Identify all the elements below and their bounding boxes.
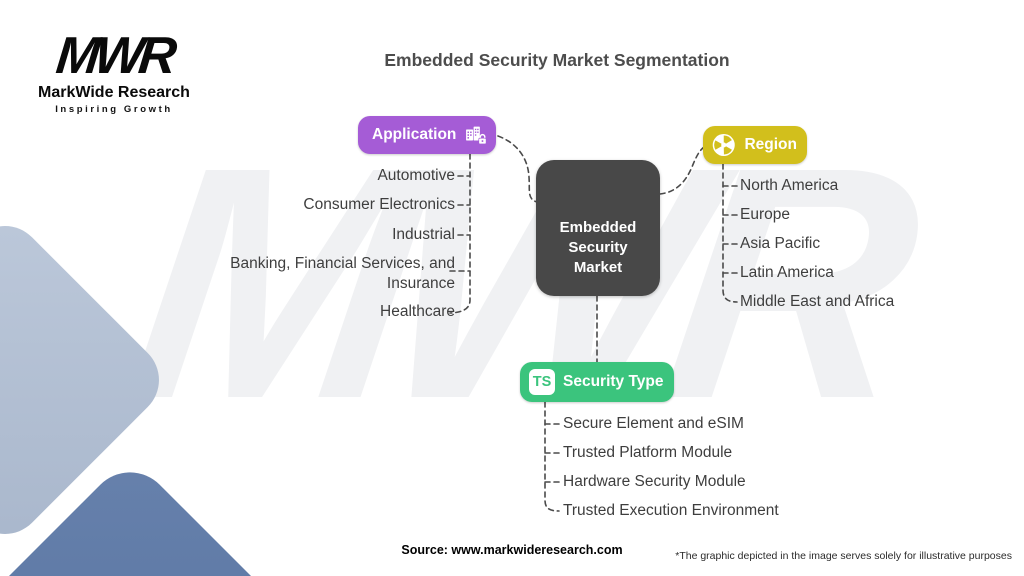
building-lock-icon	[466, 126, 487, 145]
security-item-trusted-execution-environment: Trusted Execution Environment	[563, 502, 779, 519]
application-item-industrial: Industrial	[392, 226, 455, 243]
region-item-north-america: North America	[740, 177, 839, 194]
region-item-latin-america: Latin America	[740, 264, 834, 281]
application-item-consumer-electronics: Consumer Electronics	[303, 196, 455, 213]
brand-tagline: Inspiring Growth	[55, 104, 173, 115]
source-text: Source: www.markwideresearch.com	[401, 543, 623, 557]
region-branch-label: Region	[744, 136, 797, 153]
security-item-trusted-platform-module: Trusted Platform Module	[563, 444, 733, 461]
center-node: Embedded Security Market	[536, 160, 660, 296]
application-item-healthcare: Healthcare	[380, 303, 455, 320]
application-branch-pill: Application	[358, 116, 496, 154]
center-node-line: Market	[573, 259, 623, 276]
ts-badge-icon: TS	[529, 369, 555, 395]
region-item-asia-pacific: Asia Pacific	[740, 235, 821, 252]
region-branch-pill: Region	[703, 126, 807, 164]
center-node-line: Security	[568, 239, 628, 256]
center-node-line: Embedded	[559, 219, 637, 236]
region-item-europe: Europe	[740, 206, 790, 223]
disclaimer-text: *The graphic depicted in the image serve…	[675, 550, 1012, 562]
application-branch-label: Application	[372, 126, 457, 143]
brand-name: MarkWide Research	[38, 84, 190, 101]
application-item-banking: Banking, Financial Services, and Insuran…	[230, 255, 455, 292]
security-type-branch-label: Security Type	[563, 373, 664, 390]
globe-swirl-icon	[712, 133, 735, 157]
application-item-automotive: Automotive	[377, 167, 455, 184]
security-item-secure-element-esim: Secure Element and eSIM	[563, 415, 744, 432]
security-type-branch-pill: TS Security Type	[520, 362, 674, 402]
security-item-hardware-security-module: Hardware Security Module	[563, 473, 746, 490]
region-item-middle-east-africa: Middle East and Africa	[740, 293, 895, 310]
brand-block: MWR MarkWide Research Inspiring Growth	[34, 27, 194, 115]
brand-logo: MWR	[53, 27, 175, 85]
page-title: Embedded Security Market Segmentation	[384, 50, 730, 70]
